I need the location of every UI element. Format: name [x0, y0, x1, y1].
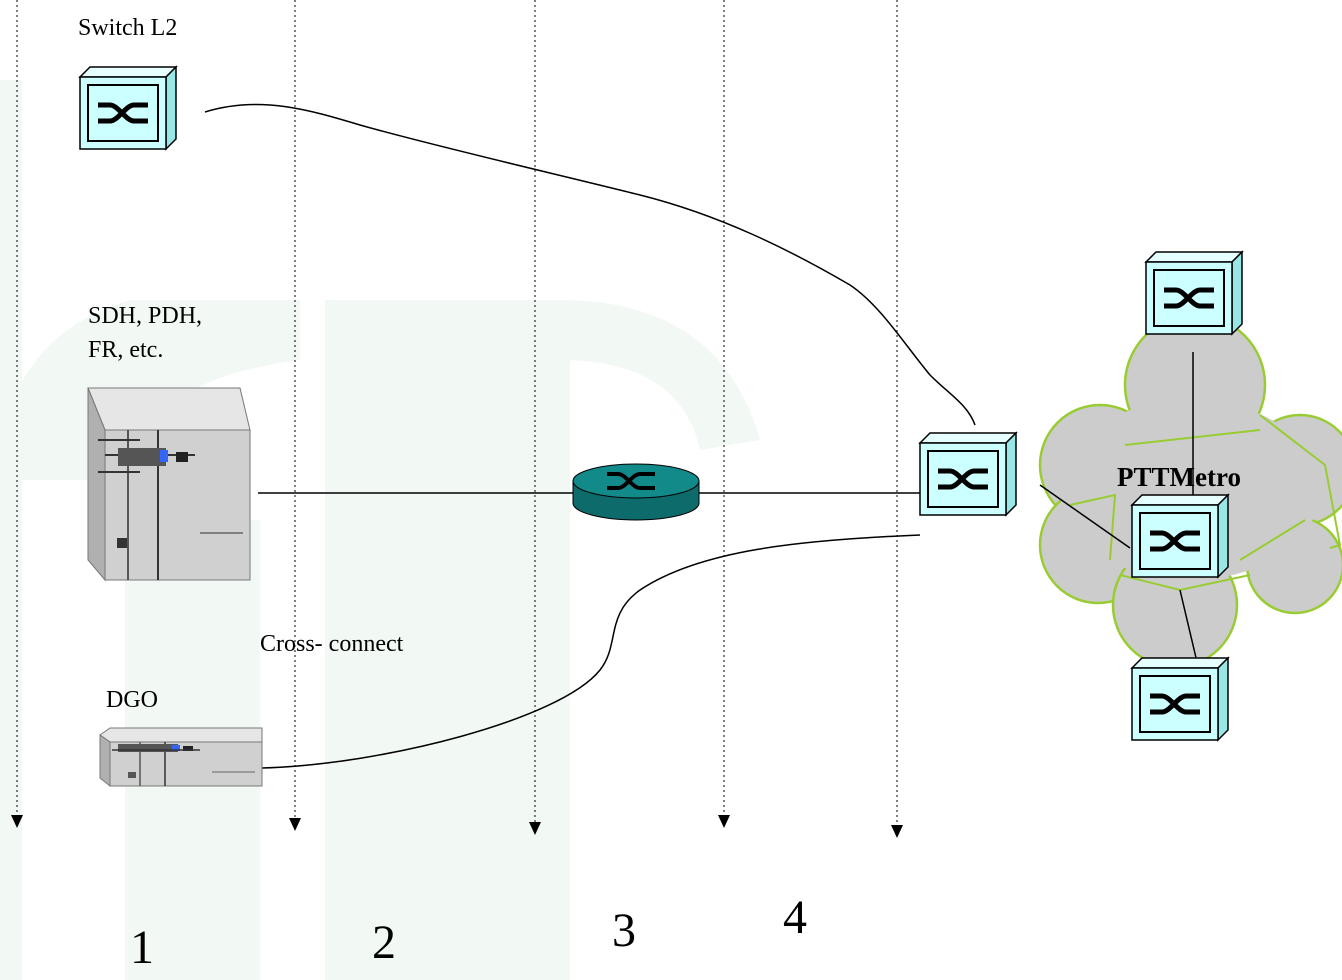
router-icon	[572, 463, 700, 521]
pttmetro-label: PTTMetro	[1117, 462, 1241, 492]
dgo-label: DGO	[106, 687, 158, 713]
sdh-equipment-icon	[87, 387, 251, 582]
switch-l2-icon	[80, 67, 176, 149]
dgo-equipment-icon	[99, 727, 263, 788]
column-label-1: 1	[130, 921, 154, 974]
edge-switch-icon	[920, 433, 1016, 515]
separator-arrow-3	[529, 0, 541, 835]
connections	[204, 103, 1198, 769]
pttmetro-cloud-icon	[1038, 313, 1342, 669]
link-switch-l2	[204, 103, 976, 426]
column-label-4: 4	[783, 891, 807, 944]
link-dgo	[261, 534, 921, 769]
cross-connect-label: Cross- connect	[260, 631, 404, 657]
metro-switch-bottom-icon	[1132, 658, 1228, 740]
column-label-2: 2	[372, 916, 396, 969]
metro-switch-top-icon	[1146, 252, 1242, 334]
metro-switch-center-icon	[1132, 495, 1228, 577]
separator-arrow-2	[289, 0, 301, 831]
sdh-label-line1: SDH, PDH,	[88, 303, 203, 329]
column-separators	[11, 0, 903, 838]
separator-arrow-1	[11, 0, 23, 828]
column-label-3: 3	[612, 904, 636, 957]
link-metro-bottom	[1179, 589, 1198, 663]
separator-arrow-5	[891, 0, 903, 838]
link-edge-metro	[1039, 484, 1131, 549]
sdh-label-line2: FR, etc.	[88, 337, 164, 363]
separator-arrow-4	[718, 0, 730, 828]
switch-l2-label: Switch L2	[78, 15, 178, 41]
